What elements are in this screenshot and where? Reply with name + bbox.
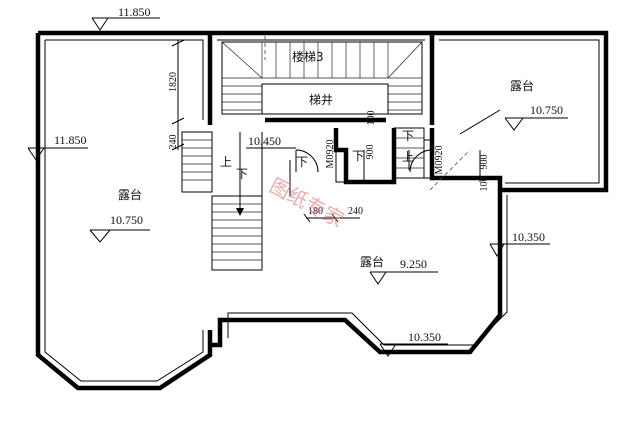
terrace-right-label: 露台 bbox=[510, 78, 534, 93]
elevation-markers bbox=[27, 17, 568, 357]
elevation-top: 11.850 bbox=[118, 5, 151, 19]
stair-left bbox=[181, 131, 291, 271]
door-label-2: M0920 bbox=[434, 146, 445, 175]
terrace-left-label: 露台 bbox=[118, 187, 142, 202]
exterior-walls bbox=[35, 30, 609, 391]
dimension-lines bbox=[171, 39, 481, 223]
dim-180: 180 bbox=[308, 206, 323, 217]
dim-100-top: 100 bbox=[366, 111, 377, 126]
elevation-bottom-side: 10.350 bbox=[408, 330, 441, 344]
stairwell-label: 梯井 bbox=[309, 93, 333, 107]
elevation-left: 11.850 bbox=[54, 133, 87, 147]
dim-240-bottom: 240 bbox=[348, 206, 363, 217]
doors bbox=[295, 139, 433, 183]
dim-1820: 1820 bbox=[168, 72, 179, 92]
elevation-terrace-left: 10.750 bbox=[110, 213, 143, 227]
watermark: 图纸专家 bbox=[266, 173, 348, 232]
arrow-up-2: 上 bbox=[402, 150, 414, 164]
arrow-down-1: 下 bbox=[236, 167, 248, 181]
dim-240-left: 240 bbox=[168, 135, 179, 150]
arrow-down-2: 下 bbox=[296, 155, 308, 169]
elevation-terrace-right: 10.750 bbox=[530, 103, 563, 117]
arrow-down-3: 下 bbox=[352, 149, 364, 163]
stair-top bbox=[221, 36, 423, 115]
dim-900-right: 900 bbox=[479, 155, 490, 170]
elevation-terrace-bottom: 9.250 bbox=[400, 257, 427, 271]
dim-100-right: 100 bbox=[479, 177, 490, 192]
dim-900-mid: 900 bbox=[365, 145, 376, 160]
arrow-down-4: 下 bbox=[402, 129, 414, 143]
elevation-right-side: 10.350 bbox=[512, 230, 545, 244]
stair-right-small bbox=[393, 127, 425, 179]
elevation-landing: 10.450 bbox=[248, 134, 281, 148]
arrow-up-1: 上 bbox=[220, 155, 232, 169]
terrace-bottom-label: 露台 bbox=[360, 254, 384, 269]
stair-label: 楼梯3 bbox=[292, 49, 324, 64]
door-label-1: M0920 bbox=[325, 140, 336, 169]
wall-inner-lines bbox=[44, 39, 600, 382]
